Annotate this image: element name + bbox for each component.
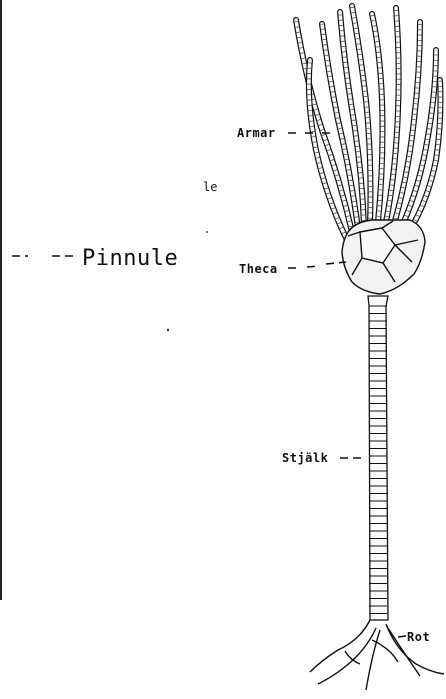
label-fragment: le	[203, 180, 217, 194]
theca-leader	[288, 262, 346, 268]
armar-label: Armar	[237, 126, 276, 140]
theca	[342, 220, 425, 294]
speck	[206, 231, 208, 233]
arms	[296, 6, 441, 238]
theca-label: Theca	[239, 262, 278, 276]
pinnule-label: Pinnule	[82, 246, 178, 271]
speck	[167, 329, 169, 331]
stem	[368, 296, 388, 620]
rot-label: Rot	[407, 630, 430, 644]
rot-leader	[398, 636, 406, 637]
stjalk-label: Stjälk	[282, 451, 328, 465]
